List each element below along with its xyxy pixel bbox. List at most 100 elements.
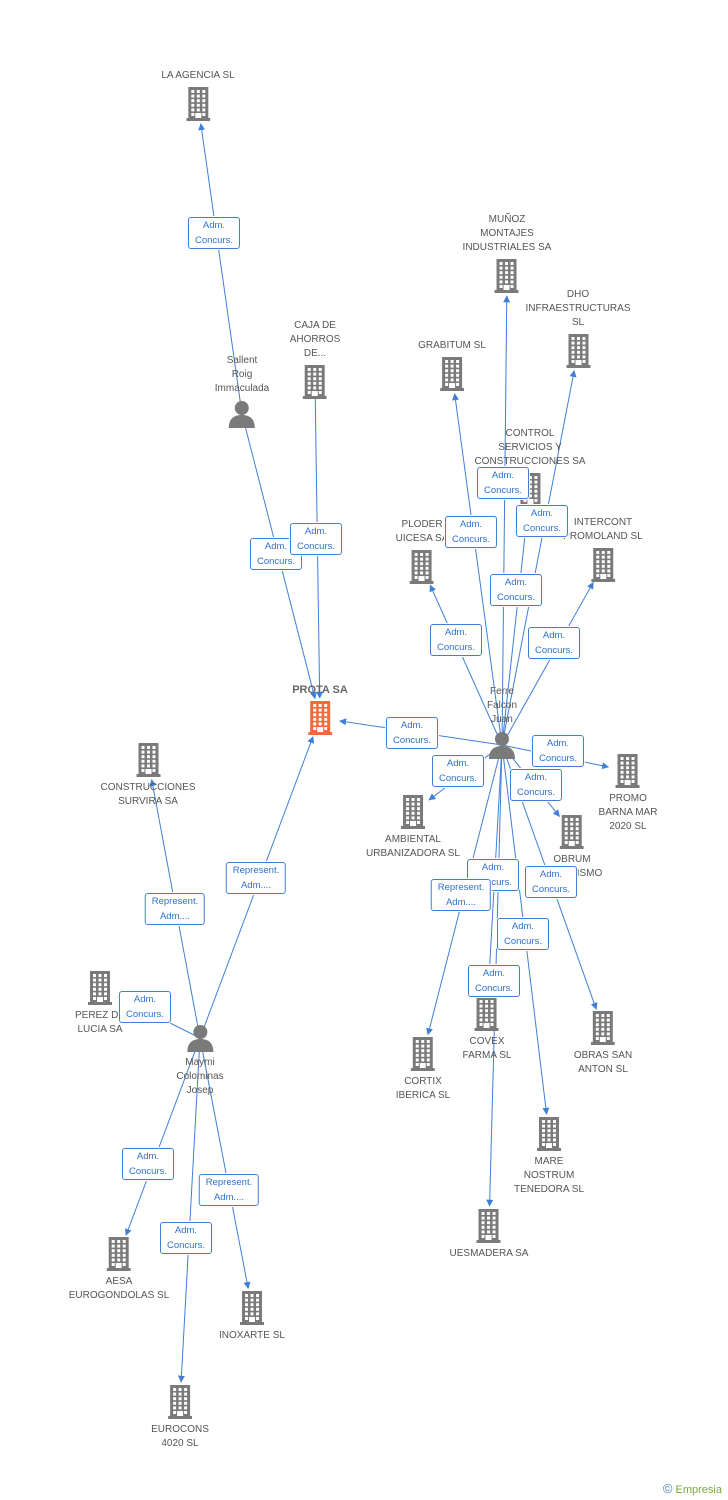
edge-label-line: Represent. <box>437 882 485 893</box>
node-grabitum[interactable]: GRABITUM SL <box>418 339 486 391</box>
node-label-line: URBANIZADORA SL <box>366 848 460 859</box>
edge-label-line: Adm. <box>400 720 424 731</box>
edge-label-ferre-grabitum[interactable]: Adm.Concurs. <box>444 516 498 548</box>
building-icon <box>439 357 464 391</box>
node-inoxarte[interactable]: INOXARTE SL <box>219 1291 285 1343</box>
edge-label-line: Concurs. <box>128 1166 168 1177</box>
edge-label-ferre-promo[interactable]: Adm.Concurs. <box>531 735 585 767</box>
edge-label-line: Adm. <box>539 869 563 880</box>
node-prota[interactable]: PROTA SA <box>292 683 348 735</box>
node-label-line: MUÑOZ <box>488 214 526 225</box>
node-label-line: CORTIX <box>404 1076 442 1087</box>
node-label-line: Sallent <box>226 355 258 366</box>
node-label: UESMADERA SA <box>450 1247 529 1261</box>
edge-label-ferre-mare[interactable]: Adm.Concurs. <box>496 918 550 950</box>
edge-label-line: Adm. <box>304 526 328 537</box>
node-munoz[interactable]: MUÑOZ MONTAJES INDUSTRIALES SA <box>462 213 552 293</box>
node-label-line: COVEX <box>469 1036 505 1047</box>
node-label-line: INOXARTE SL <box>219 1330 285 1341</box>
node-label-line: INDUSTRIALES SA <box>462 242 552 253</box>
building-icon <box>239 1291 264 1325</box>
edge-label-line: Represent. <box>205 1177 253 1188</box>
node-label-line: PEREZ DE <box>74 1010 126 1021</box>
node-uesmadera[interactable]: UESMADERA SA <box>450 1209 529 1261</box>
node-label-line: Falcon <box>486 700 518 711</box>
node-label-line: Roig <box>231 369 253 380</box>
node-label-line: OBRUM <box>553 854 591 865</box>
edge-label-line: Adm. <box>504 577 528 588</box>
node-label-line: LA AGENCIA SL <box>161 70 235 81</box>
edge-label-line: Concurs. <box>296 541 336 552</box>
node-label-line: EUROCONS <box>151 1424 209 1435</box>
building-icon <box>475 997 499 1031</box>
edge-label-maymi-survira[interactable]: Represent.Adm.... <box>144 893 206 925</box>
edge-label-ferre-obrum[interactable]: Adm. Concurs. <box>509 769 563 801</box>
edge-label-ferre-munoz[interactable]: Adm.Concurs. <box>489 574 543 606</box>
edge-label-line: Represent. <box>151 896 199 907</box>
node-label: INOXARTE SL <box>219 1329 285 1343</box>
edge-label-ferre-intercont[interactable]: Adm.Concurs. <box>527 627 581 659</box>
edge-label-maymi-prota[interactable]: Represent.Adm.... <box>225 862 287 894</box>
edge-label-ferre-cortix[interactable]: Represent.Adm.... <box>430 879 492 911</box>
edge-label-line: Adm. <box>524 772 548 783</box>
edge-label-ferre-prota[interactable]: Adm.Concurs. <box>385 717 439 749</box>
building-icon <box>565 334 590 368</box>
edge-label-maymi-eurocons[interactable]: Adm.Concurs. <box>159 1222 213 1254</box>
node-label-line: MONTAJES <box>480 228 534 239</box>
edge-label-maymi-aesa[interactable]: Adm. Concurs. <box>121 1148 175 1180</box>
edge-label-line: Concurs. <box>516 787 556 798</box>
edge-label-line: Adm. <box>264 541 288 552</box>
building-icon <box>537 1117 561 1151</box>
node-label-line: 4020 SL <box>161 1438 199 1449</box>
credit[interactable]: © Empresia <box>663 1481 722 1496</box>
edge-label-caja-prota[interactable]: Adm. Concurs. <box>289 523 343 555</box>
edge-label-ferre-uesmadera[interactable]: Adm.Concurs. <box>467 965 521 997</box>
edge-label-sallent-agencia[interactable]: Adm. Concurs. <box>187 217 241 249</box>
node-label-line: TENEDORA SL <box>513 1184 585 1195</box>
edge-label-line: Concurs. <box>522 523 562 534</box>
edge-label-line: Adm. <box>202 220 226 231</box>
building-icon <box>410 550 434 584</box>
edge-label-ferre-ambiental[interactable]: Adm.Concurs. <box>431 755 485 787</box>
node-eurocons[interactable]: EUROCONS 4020 SL <box>151 1385 209 1451</box>
node-label-line: ANTON SL <box>578 1064 628 1075</box>
person-icon <box>488 732 515 759</box>
edge-label-ferre-ploder[interactable]: Adm.Concurs. <box>429 624 483 656</box>
edge-label-maymi-perez[interactable]: Adm.Concurs. <box>118 991 172 1023</box>
edge-label-line: Adm. <box>133 994 157 1005</box>
node-label-line: UICESA SA <box>395 533 449 544</box>
edge-label-maymi-inoxarte[interactable]: Represent.Adm.... <box>198 1174 260 1206</box>
edge-label-sallent-prota[interactable]: Adm.Concurs. <box>249 538 303 570</box>
node-label-line: CONTROL <box>505 428 555 439</box>
edge-label-ferre-obras[interactable]: Adm.Concurs. <box>524 866 578 898</box>
edge-label-line: Concurs. <box>194 235 234 246</box>
edge-label-line: Adm. <box>136 1151 160 1162</box>
building-icon <box>308 701 332 735</box>
node-agencia[interactable]: LA AGENCIA SL <box>161 69 235 121</box>
node-label: GRABITUM SL <box>418 339 486 353</box>
edge-line-ferre-intercont <box>501 581 594 746</box>
node-label-line: AHORROS <box>289 334 341 345</box>
edge-label-ferre-dho[interactable]: Adm.Concurs. <box>515 505 569 537</box>
edge-label-line: Represent. <box>232 865 280 876</box>
edge-label-ferre-control[interactable]: Adm.Concurs. <box>476 467 530 499</box>
